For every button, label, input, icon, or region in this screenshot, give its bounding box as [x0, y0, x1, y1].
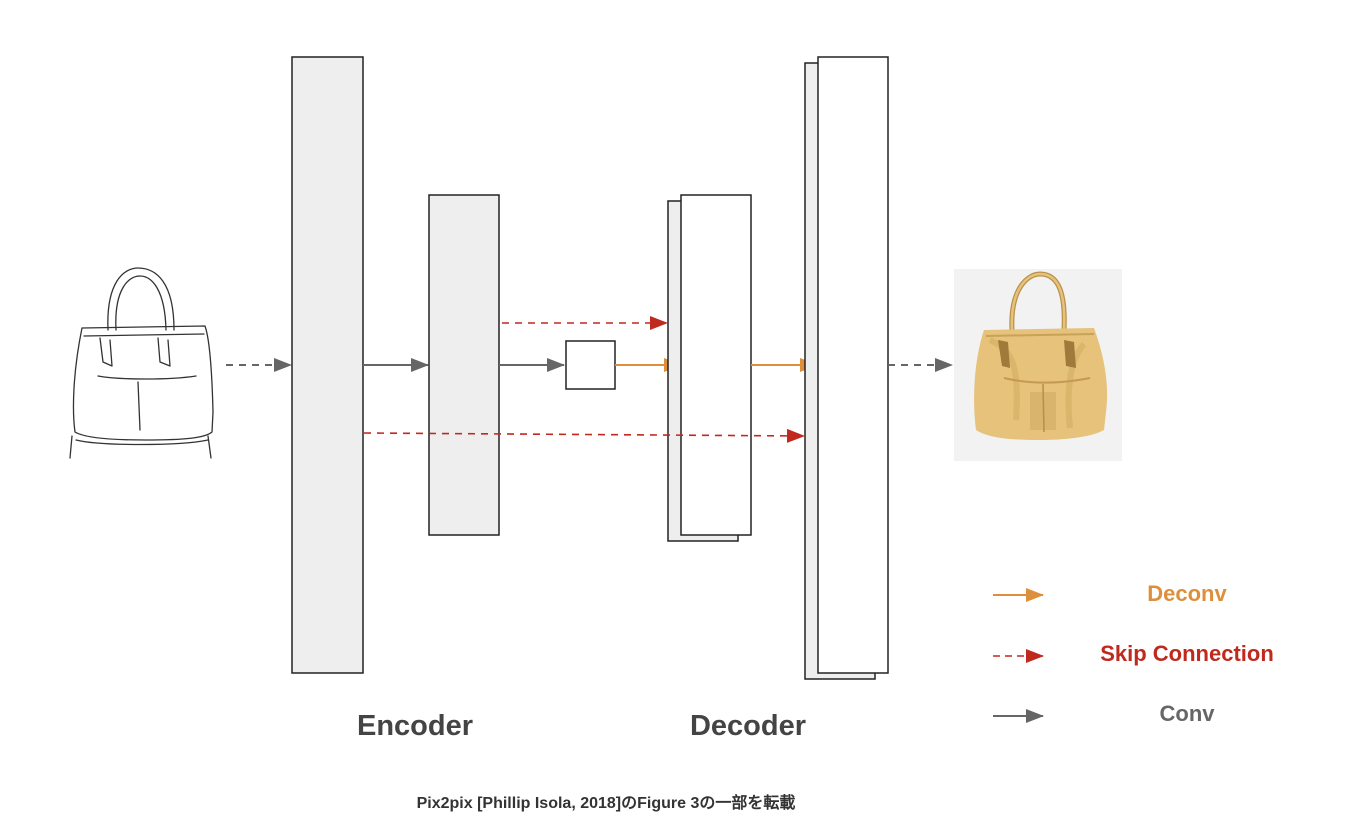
legend-deconv-label: Deconv	[1147, 581, 1227, 606]
bottleneck-layer	[565, 340, 616, 390]
decoder-label: Decoder	[690, 710, 806, 742]
legend-skip-label: Skip Connection	[1100, 641, 1274, 666]
legend-conv-label: Conv	[1160, 701, 1216, 726]
handbag-photo-icon	[954, 269, 1122, 461]
decoder-layer-2	[817, 56, 889, 674]
figure-caption: Pix2pix [Phillip Isola, 2018]のFigure 3の一…	[417, 793, 796, 812]
skip-connection-2	[363, 428, 805, 443]
encoder-layer-1	[291, 56, 364, 674]
legend: Deconv Skip Connection Conv	[993, 581, 1274, 726]
handbag-sketch-icon	[69, 267, 214, 459]
encoder-layer-2	[428, 194, 500, 536]
encoder-label: Encoder	[357, 710, 473, 742]
decoder-layer-1	[680, 194, 752, 536]
